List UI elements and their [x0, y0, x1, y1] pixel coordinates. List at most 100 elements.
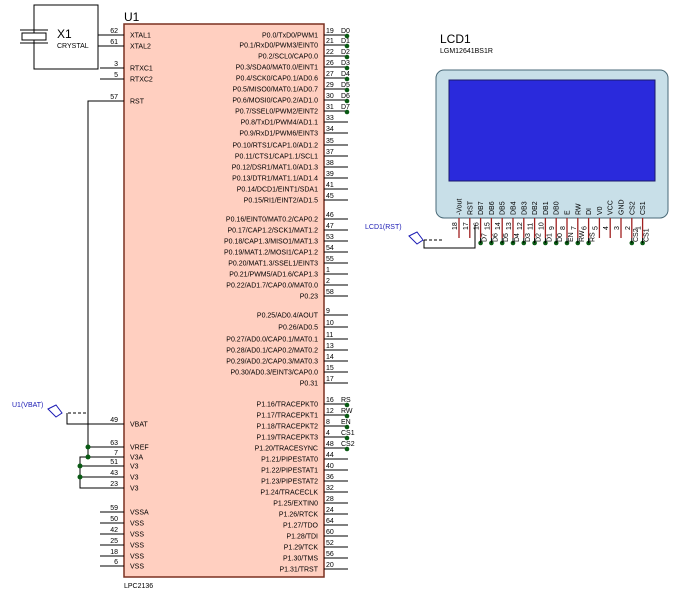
u1-right-pin[interactable]: P0.29/AD0.2/CAP0.3/MAT0.314: [226, 354, 348, 366]
net-label: CS1: [341, 430, 355, 437]
lcd-pin[interactable]: RW7: [571, 203, 583, 238]
u1-right-pin[interactable]: P0.16/EINT0/MAT0.2/CAP0.246: [226, 212, 348, 224]
u1-right-pin[interactable]: P0.21/PWM5/AD1.6/CAP1.31: [229, 267, 348, 279]
lcd-pin[interactable]: V05: [592, 206, 604, 238]
net-junction: [344, 87, 350, 93]
u1-right-pin[interactable]: P0.17/CAP1.2/SCK1/MAT1.247: [227, 223, 348, 235]
terminal-u1-vbat[interactable]: U1(VBAT): [12, 402, 63, 418]
pin-name: P0.7/SSEL0/PWM2/EINT2: [235, 109, 318, 116]
pin-name: P0.16/EINT0/MAT0.2/CAP0.2: [226, 217, 318, 224]
lcd-pin-name: DB2: [532, 201, 539, 215]
u1-right-pin[interactable]: P0.10/RTS1/CAP1.0/AD1.235: [233, 138, 348, 150]
crystal-x1[interactable]: X1 CRYSTAL: [20, 4, 99, 70]
pin-name: XTAL2: [130, 44, 151, 51]
u1-right-pin[interactable]: P0.28/AD0.1/CAP0.2/MAT0.213: [226, 343, 348, 355]
u1-right-pin[interactable]: P0.26/AD0.510: [278, 320, 348, 332]
lcd-pin[interactable]: DI6: [582, 208, 594, 238]
pin-number: 7: [114, 450, 118, 457]
u1-right-pin[interactable]: P0.30/AD0.3/EINT3/CAP0.015: [230, 365, 348, 377]
pin-name: P0.8/TxD1/PWM4/AD1.1: [241, 120, 319, 127]
u1-right-pin[interactable]: P0.13/DTR1/MAT1.1/AD1.439: [232, 171, 348, 183]
pin-name: P1.18/TRACEPKT2: [257, 424, 319, 431]
u1-right-pin[interactable]: P0.15/RI1/EINT2/AD1.545: [244, 193, 348, 205]
pin-number: 6: [114, 559, 118, 566]
u1-right-pin[interactable]: P0.19/MAT1.2/MOSI1/CAP1.254: [224, 245, 348, 257]
u1-right-pin[interactable]: P0.27/AD0.0/CAP0.1/MAT0.111: [226, 332, 348, 344]
u1-right-pin[interactable]: P0.18/CAP1.3/MISO1/MAT1.353: [224, 234, 348, 246]
u1-right-pin[interactable]: P0.12/DSR1/MAT1.0/AD1.338: [232, 160, 348, 172]
lcd1-display[interactable]: LCD1 LGM12641BS1R -Vout18RST17DB716DB615…: [435, 32, 669, 246]
terminal-lcd-rst[interactable]: LCD1(RST): [365, 224, 476, 249]
u1-right-pin[interactable]: P0.8/TxD1/PWM4/AD1.133: [241, 115, 348, 127]
pin-number: 27: [326, 71, 334, 78]
u1-part: LPC2136: [124, 583, 153, 590]
lcd-pin[interactable]: E8: [560, 210, 572, 238]
u1-right-pin[interactable]: P0.22/AD1.7/CAP0.0/MAT0.02: [226, 278, 348, 290]
u1-chip[interactable]: U1 LPC2136 62XTAL161XTAL23RTXC15RTXC257R…: [98, 10, 355, 590]
pin-name: P0.21/PWM5/AD1.6/CAP1.3: [229, 272, 318, 279]
